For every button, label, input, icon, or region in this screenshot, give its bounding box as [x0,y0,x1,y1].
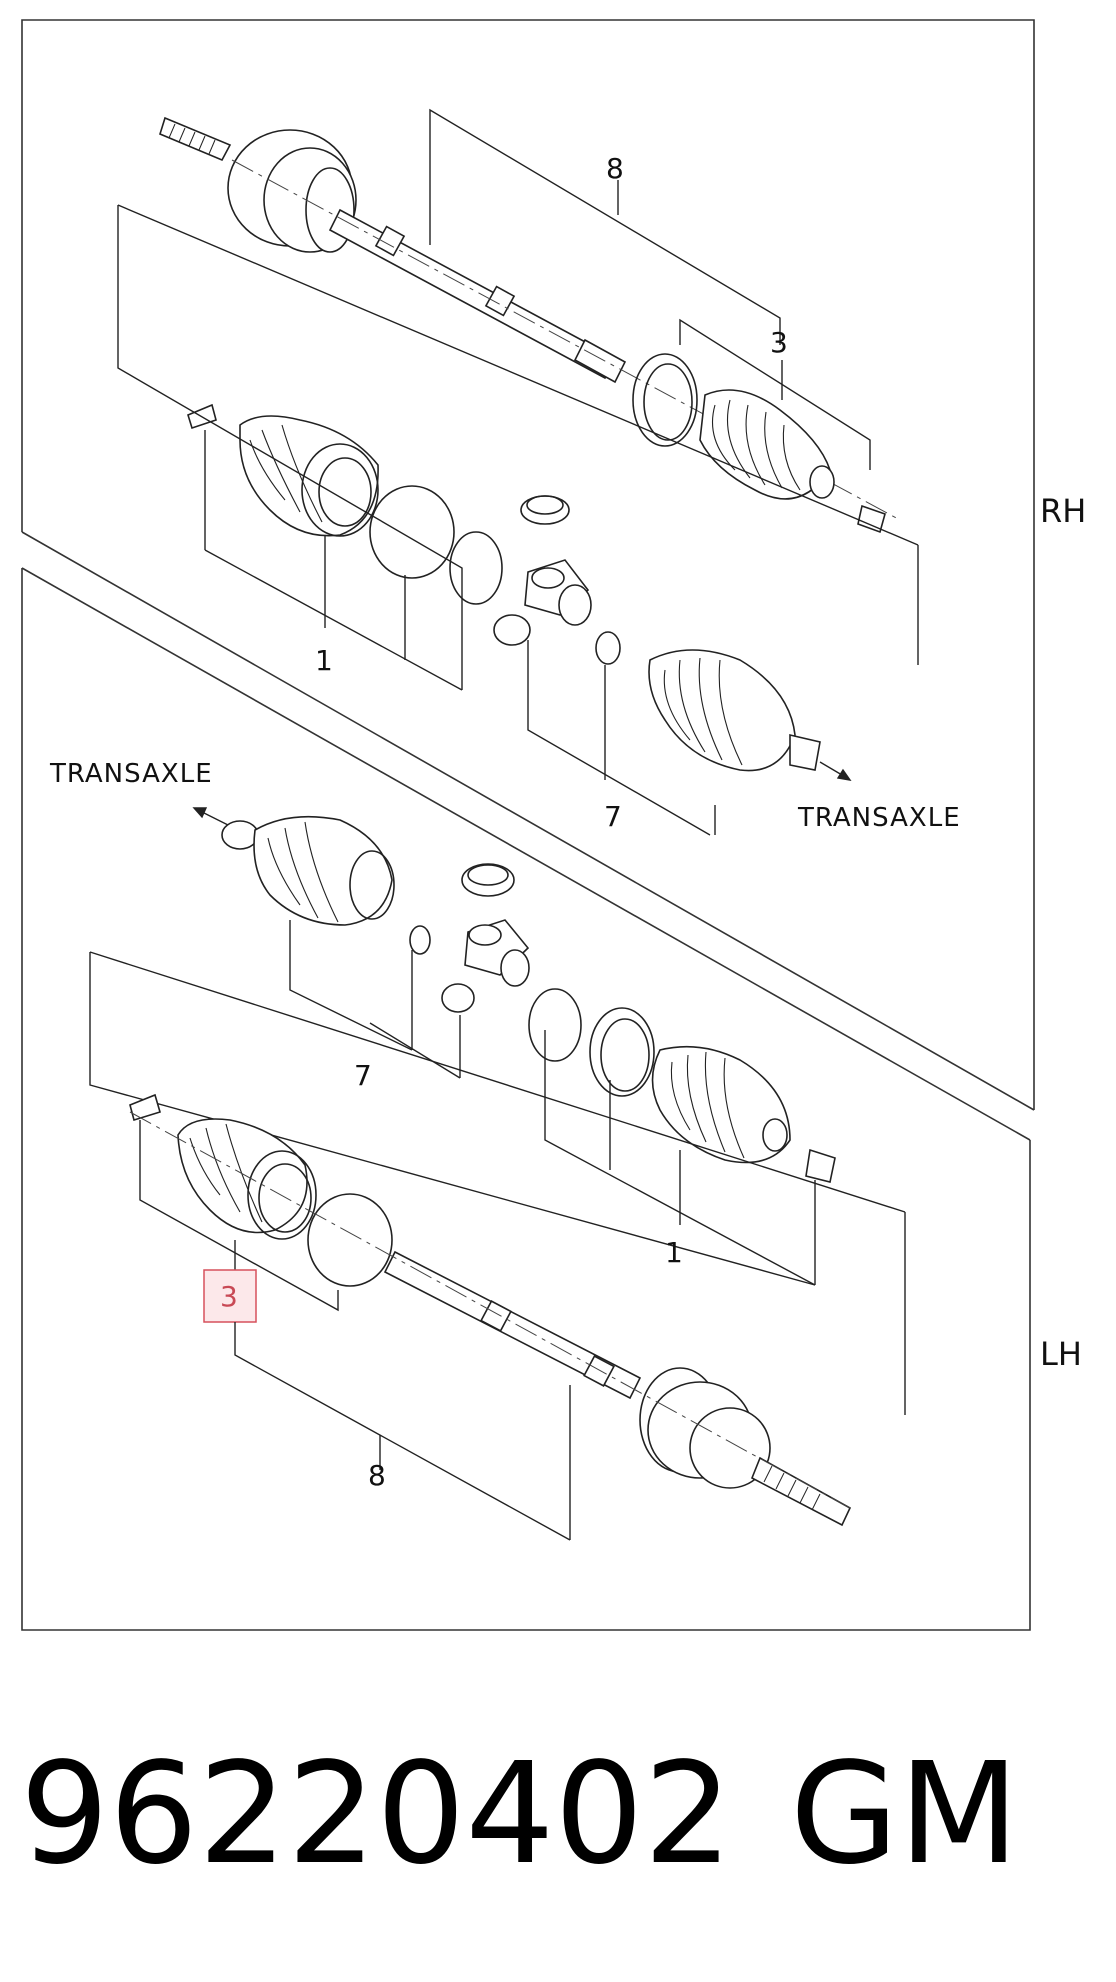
rh-transaxle-label: TRANSAXLE [797,803,961,833]
lh-callout-1-leader [89,951,906,1415]
rh-callout-8-leader [429,108,781,345]
brand-name: GM [790,1733,1020,1896]
lh-callout-1: 1 [665,1236,683,1269]
rh-callout-7: 7 [604,800,622,833]
lh-callout-8-leader [234,1322,571,1541]
rh-callout-3-leader [679,318,871,470]
lh-callout-7: 7 [354,1059,372,1092]
rh-outer-boot-kit [632,353,886,534]
lh-callout-7-leader [289,920,461,1079]
lh-callout-3: 3 [220,1280,238,1313]
rh-panel-frame [21,19,1035,1110]
lh-transaxle-label: TRANSAXLE [49,759,213,789]
lh-side-label: LH [1040,1335,1082,1373]
lh-panel-frame [21,568,1031,1631]
rh-callout-3: 3 [770,326,788,359]
rh-tripod-joint [493,559,821,772]
rh-side-label: RH [1040,492,1086,530]
part-number: 96220402 [20,1733,733,1896]
rh-transaxle-arrow [819,761,852,781]
lh-callout-3-highlight [203,1269,257,1323]
rh-callout-8: 8 [606,152,624,185]
rh-inner-boot-kit [187,403,570,605]
lh-transaxle-arrow [192,807,231,827]
lh-callout-8: 8 [368,1459,386,1492]
rh-outer-cv-shaft [159,116,627,384]
lh-inner-joint [221,815,530,1013]
lh-inner-boot-kit [528,988,836,1183]
rh-callout-1-leader [117,204,919,691]
lh-outer-boot-kit [129,1093,852,1527]
rh-callout-7-leader [527,640,716,836]
rh-callout-1: 1 [315,644,333,677]
